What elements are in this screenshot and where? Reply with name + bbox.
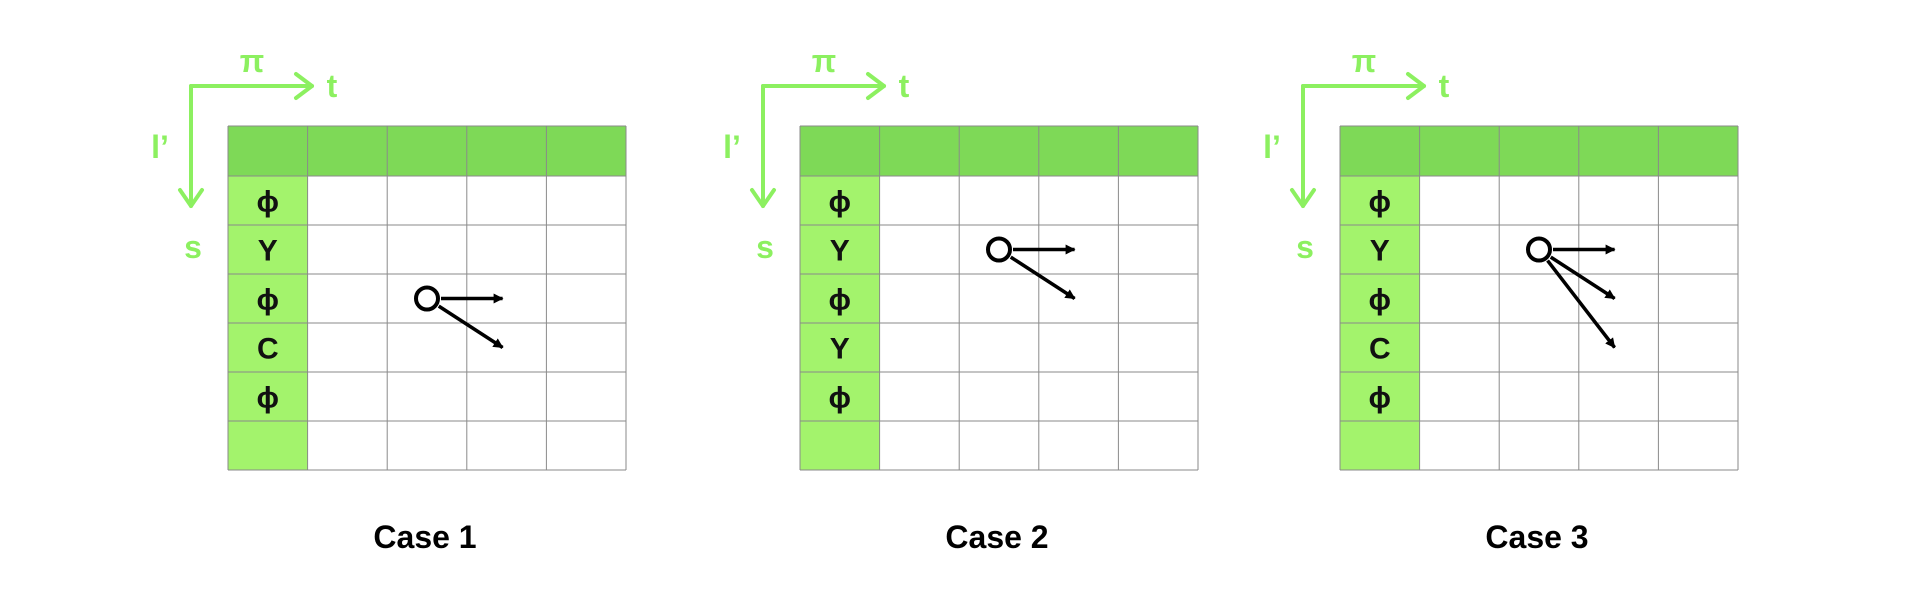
axis-pi-label: π	[1352, 43, 1377, 79]
axis-s-label: s	[1296, 229, 1314, 265]
case-label: Case 3	[1485, 519, 1588, 555]
row-label: ϕ	[1369, 284, 1392, 317]
grid-lines	[799, 125, 1199, 471]
grid-lines	[1339, 125, 1739, 471]
row-label: ϕ	[1369, 186, 1392, 219]
transition-arrow	[437, 304, 504, 349]
horizontal-arrowhead	[866, 72, 886, 100]
axes	[750, 72, 886, 208]
transition-arrow	[1546, 259, 1616, 349]
origin-node	[1526, 236, 1552, 263]
origin-node	[986, 236, 1012, 263]
vertical-arrowhead	[178, 188, 204, 208]
origin-node	[414, 285, 440, 312]
axis-t-label: t	[1439, 68, 1450, 104]
row-label: ϕ	[829, 186, 852, 219]
header-row	[228, 126, 626, 176]
row-label: Y	[258, 235, 278, 268]
header-row	[800, 126, 1198, 176]
axis-pi-label: π	[240, 43, 265, 79]
row-label: C	[257, 333, 279, 366]
axis-s-label: s	[756, 229, 774, 265]
header-row	[1340, 126, 1738, 176]
axis-l-prime-label: l’	[1263, 129, 1281, 165]
axis-t-label: t	[899, 68, 910, 104]
transition-arrow	[1009, 255, 1076, 300]
row-label: ϕ	[829, 382, 852, 415]
row-label: Y	[830, 235, 850, 268]
row-label: ϕ	[829, 284, 852, 317]
axis-l-prime-label: l’	[723, 129, 741, 165]
row-label: ϕ	[1369, 382, 1392, 415]
row-label: C	[1369, 333, 1391, 366]
vertical-arrowhead	[1290, 188, 1316, 208]
case-label: Case 1	[373, 519, 476, 555]
axes	[1290, 72, 1426, 208]
vertical-arrowhead	[750, 188, 776, 208]
axes	[178, 72, 314, 208]
axis-t-label: t	[327, 68, 338, 104]
grid-lines	[227, 125, 627, 471]
row-label: Y	[1370, 235, 1390, 268]
row-label: Y	[830, 333, 850, 366]
row-label: ϕ	[257, 382, 280, 415]
transition-arrow	[1549, 255, 1616, 300]
axis-pi-label: π	[812, 43, 837, 79]
axis-s-label: s	[184, 229, 202, 265]
horizontal-arrowhead	[294, 72, 314, 100]
horizontal-arrowhead	[1406, 72, 1426, 100]
axis-l-prime-label: l’	[151, 129, 169, 165]
row-label: ϕ	[257, 186, 280, 219]
row-label: ϕ	[257, 284, 280, 317]
case-label: Case 2	[945, 519, 1048, 555]
